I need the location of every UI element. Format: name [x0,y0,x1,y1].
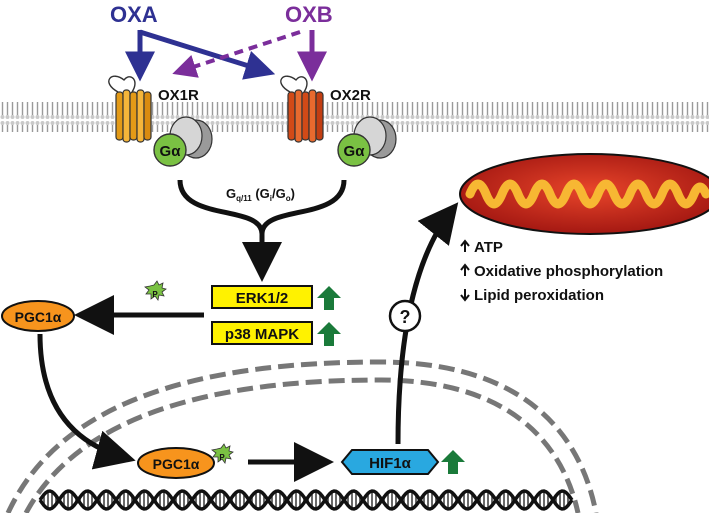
svg-text:HIF1α: HIF1α [369,455,412,472]
oxb-label: OXB [285,2,333,27]
oxa-label: OXA [110,2,158,27]
effect-lipid: Lipid peroxidation [460,287,604,304]
phospho-badge-2: P [211,443,234,464]
svg-text:Lipid peroxidation: Lipid peroxidation [474,287,604,304]
svg-text:PGC1α: PGC1α [153,456,200,472]
effect-atp: ATP [460,239,503,256]
erk-label: ERK1/2 [236,290,289,307]
svg-text:?: ? [400,307,411,327]
g-protein-1: Gα [153,116,213,167]
phospho-badge-1: P [144,280,167,301]
pgc1a-nucleus: PGC1α [137,447,215,479]
g-alpha-label-1: Gα [160,143,182,160]
pgc1a-cytoplasm: PGC1α [1,300,75,332]
p38-box: p38 MAPK [211,321,313,345]
hif-to-mito-arrow [395,202,459,445]
nuclear-envelope [5,359,599,513]
up-arrow-icon [460,263,470,276]
convergence-arrow [177,179,347,272]
svg-text:P: P [219,453,225,462]
cell-membrane [0,102,709,132]
unknown-mechanism-badge: ? [388,299,422,333]
p38-up-arrow-icon [317,322,341,346]
erk-up-arrow-icon [317,286,341,310]
hif1a: HIF1α [340,449,440,475]
svg-text:P: P [152,290,158,299]
up-arrow-icon [460,239,470,252]
ox2r-label: OX2R [330,87,371,104]
g-alpha-label-2: Gα [344,143,366,160]
ox1r-label: OX1R [158,87,199,104]
effects-list: ATP Oxidative phosphorylation Lipid pero… [460,239,663,304]
p38-label: p38 MAPK [225,326,299,343]
oxa-to-ox2r-arrow [139,29,276,80]
oxb-to-ox1r-arrow [172,30,301,78]
g-protein-2: Gα [337,116,397,167]
erk-box: ERK1/2 [211,285,313,309]
hif-up-arrow-icon [441,450,465,474]
gq11-label: Gq/11 (Gi/Go) [226,186,295,203]
pgc-translocation-arrow [37,333,136,470]
dna-helix [38,489,574,511]
mitochondrion [459,153,709,235]
dna-strand-2 [38,489,574,511]
effect-oxphos: Oxidative phosphorylation [460,263,663,280]
svg-text:ATP: ATP [474,239,503,256]
svg-text:Oxidative phosphorylation: Oxidative phosphorylation [474,263,663,280]
svg-text:PGC1α: PGC1α [15,309,62,325]
ox2r-receptor [280,75,324,143]
ox1r-receptor [108,75,152,143]
down-arrow-icon [460,289,470,302]
